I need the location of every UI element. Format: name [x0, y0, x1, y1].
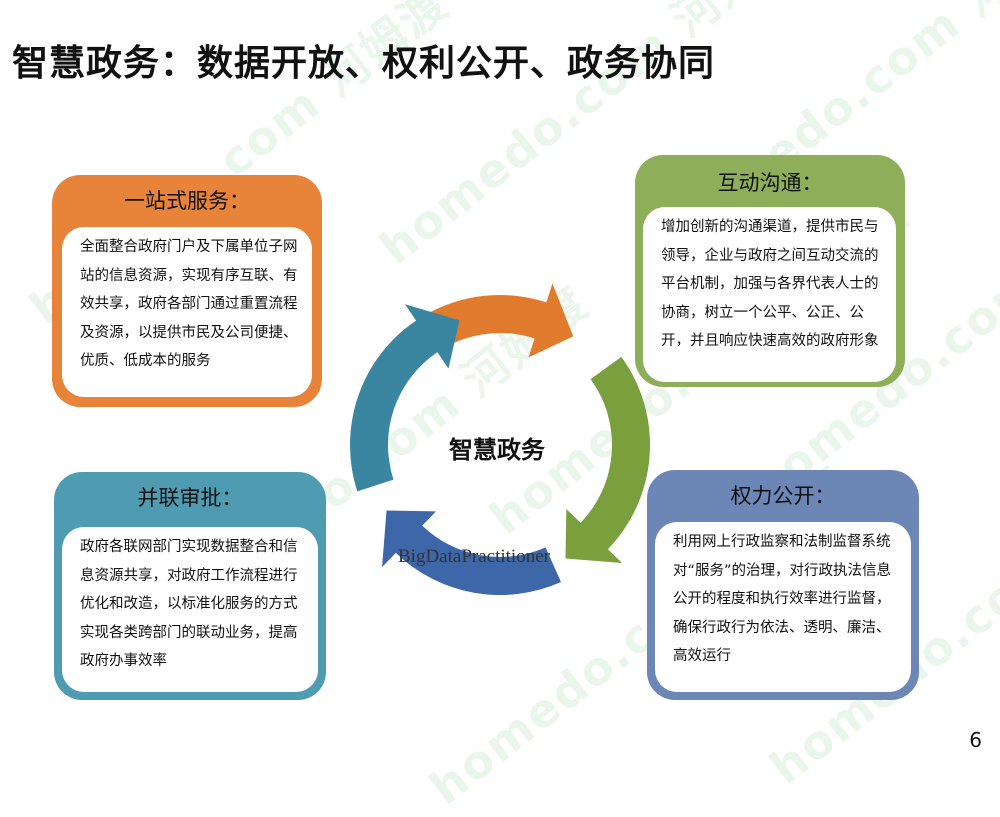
- card-text: 增加创新的沟通渠道，提供市民与领导，企业与政府之间互动交流的平台机制，加强与各界…: [643, 207, 896, 382]
- card-title: 互动沟通：: [717, 171, 823, 195]
- card-parallel-approval: 并联审批： 政府各联网部门实现数据整合和信息资源共享，对政府工作流程进行优化和改…: [54, 472, 326, 700]
- arrow-green: [565, 356, 650, 563]
- card-title: 并联审批：: [137, 486, 243, 510]
- arrow-teal: [350, 304, 460, 492]
- card-text: 全面整合政府门户及下属单位子网站的信息资源，实现有序互联、有效共享，政府各部门通…: [62, 227, 312, 397]
- cycle-diagram: [350, 283, 650, 595]
- slide-title: 智慧政务：数据开放、权利公开、政务协同: [12, 43, 716, 84]
- card-title: 权力公开：: [730, 484, 836, 508]
- arrow-blue: [382, 510, 562, 595]
- card-text: 政府各联网部门实现数据整合和信息资源共享，对政府工作流程进行优化和改造，以标准化…: [62, 527, 318, 692]
- center-label: 智慧政务: [449, 436, 545, 464]
- page-number: 6: [969, 728, 982, 752]
- card-one-stop-service: 一站式服务： 全面整合政府门户及下属单位子网站的信息资源，实现有序互联、有效共享…: [52, 175, 322, 407]
- card-title: 一站式服务：: [124, 189, 250, 213]
- card-power-disclosure: 权力公开： 利用网上行政监察和法制监督系统对“服务”的治理，对行政执法信息公开的…: [647, 470, 919, 700]
- card-text: 利用网上行政监察和法制监督系统对“服务”的治理，对行政执法信息公开的程度和执行效…: [655, 522, 911, 692]
- sub-label: BigDataPractitioner: [398, 546, 550, 567]
- card-interaction: 互动沟通： 增加创新的沟通渠道，提供市民与领导，企业与政府之间互动交流的平台机制…: [635, 155, 905, 387]
